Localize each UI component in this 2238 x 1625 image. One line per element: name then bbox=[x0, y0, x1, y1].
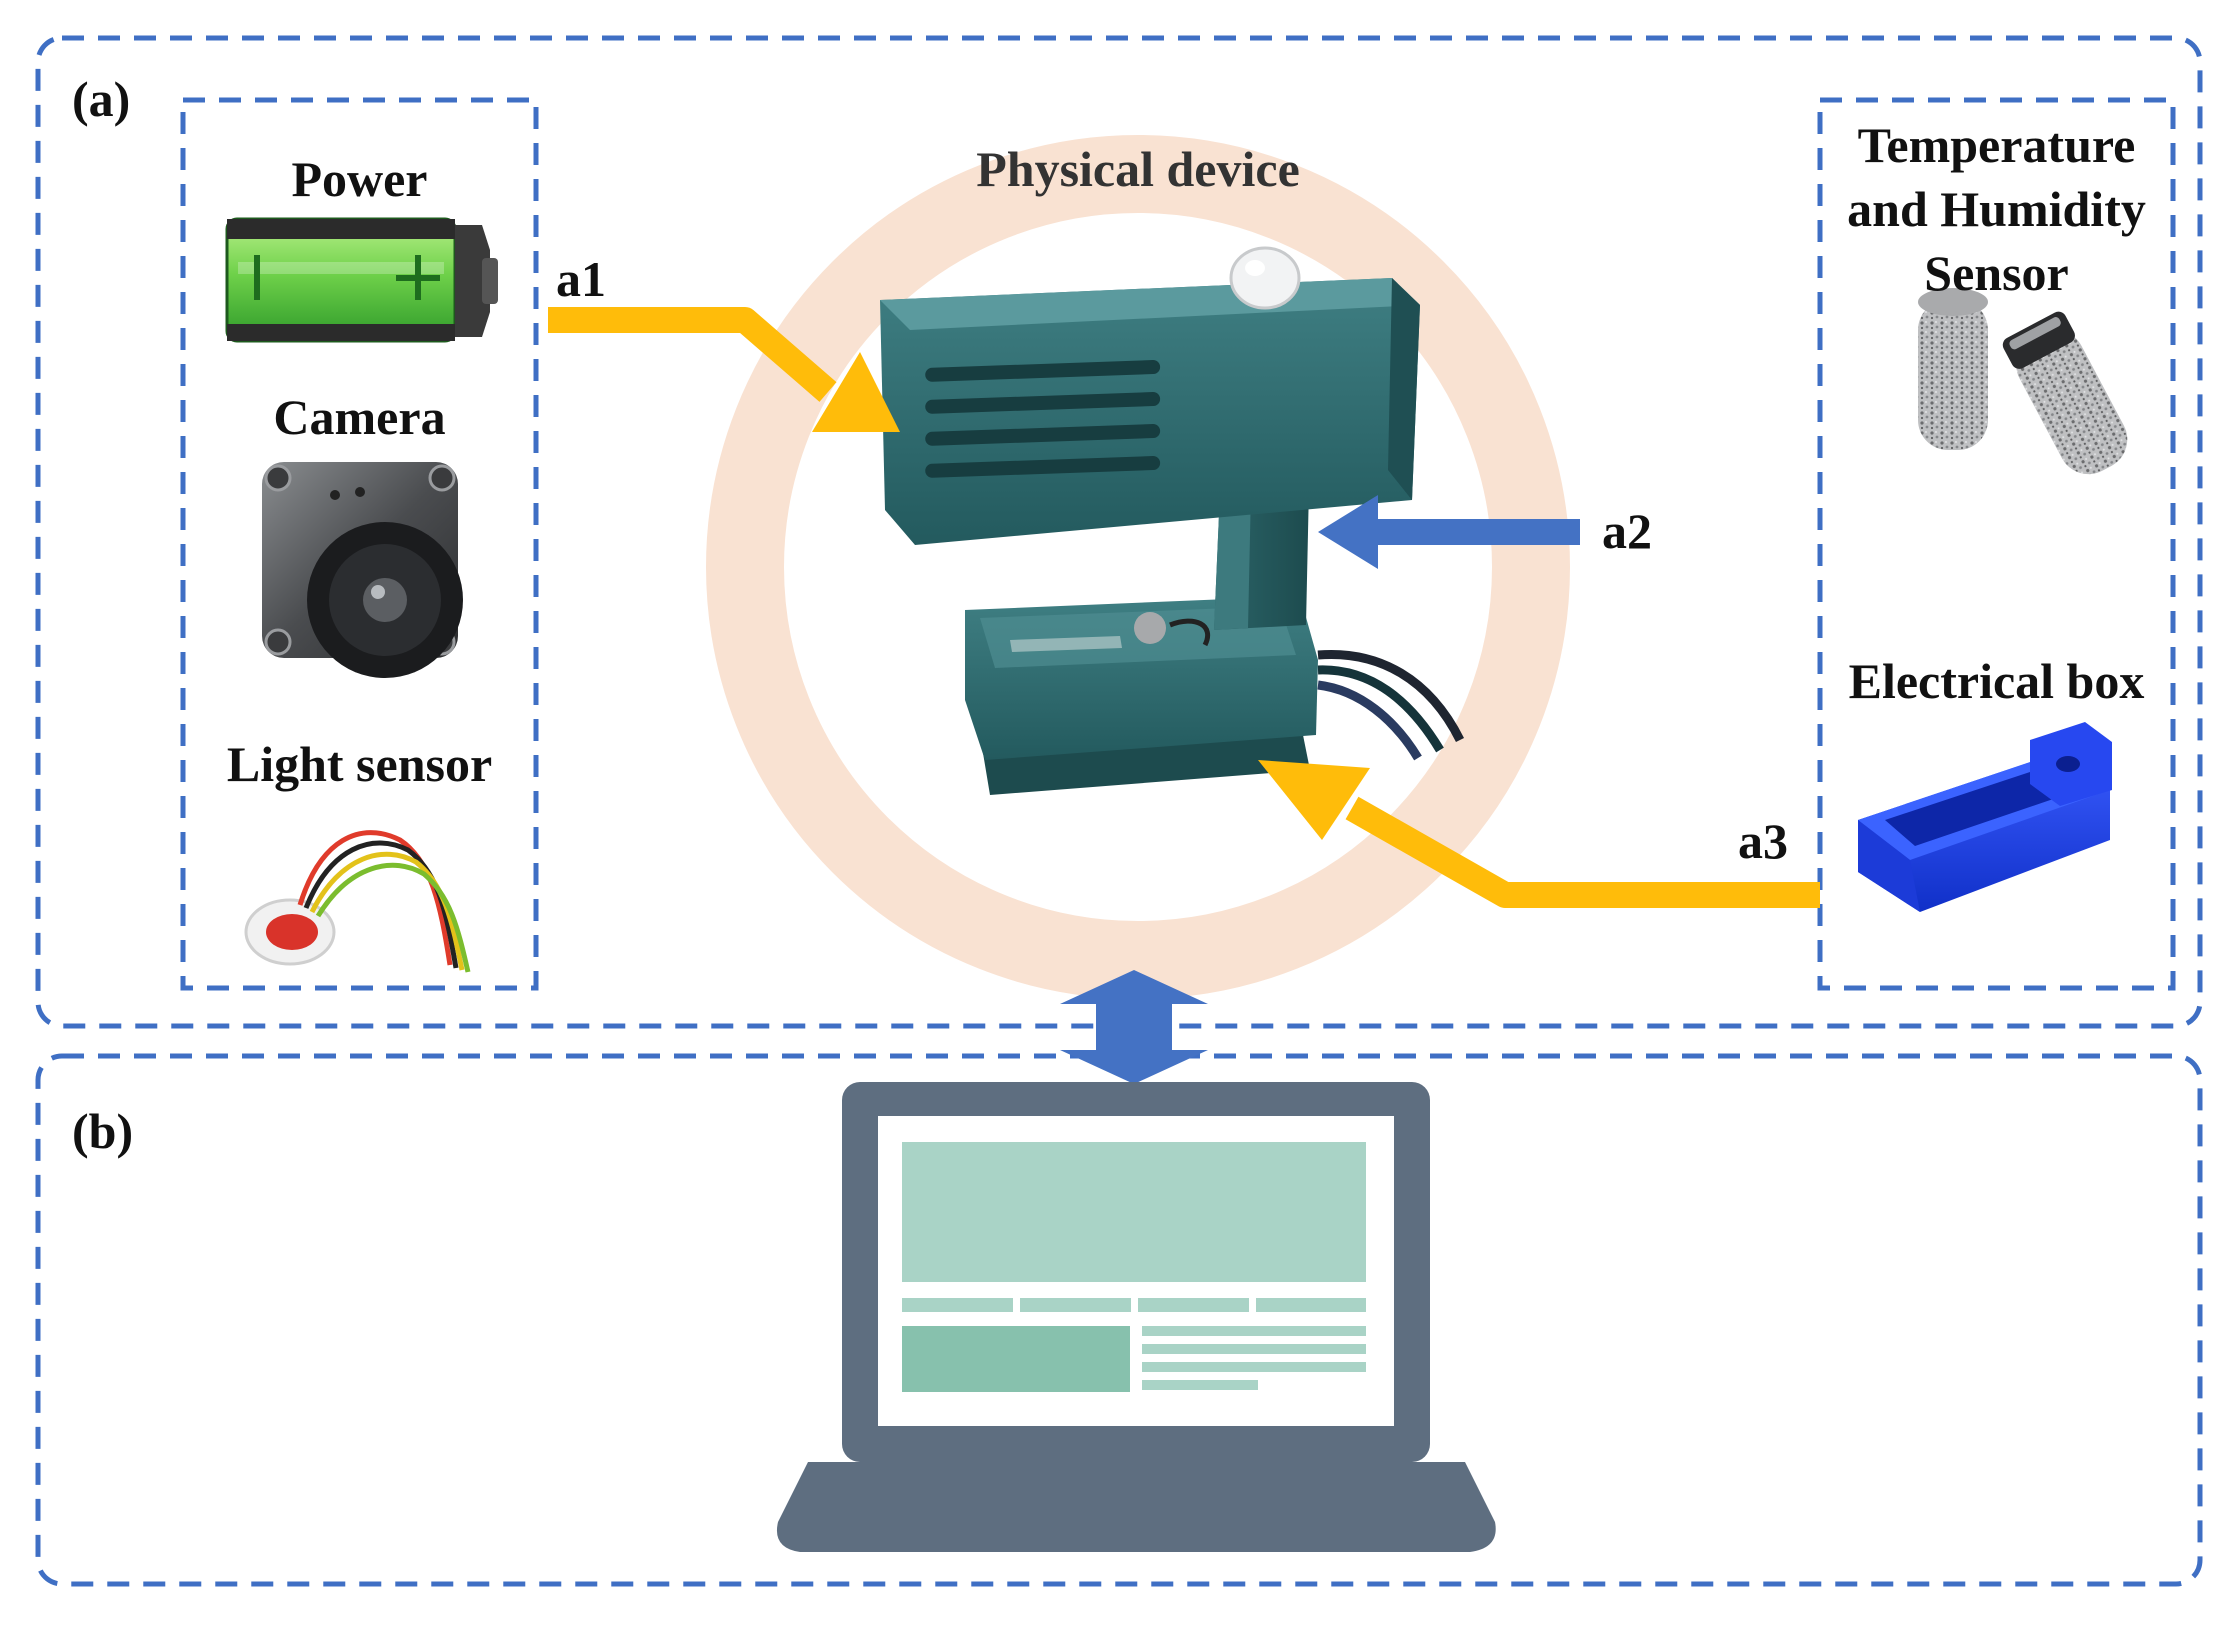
screen-line-4 bbox=[1142, 1380, 1258, 1390]
screen-line-1 bbox=[1142, 1326, 1366, 1336]
panel-b-label: (b) bbox=[72, 1103, 134, 1159]
th-sensor-icon bbox=[1918, 288, 2128, 475]
device-ring bbox=[706, 135, 1570, 999]
arrow-a3-label: a3 bbox=[1738, 813, 1788, 869]
screen-tab-2 bbox=[1020, 1298, 1131, 1312]
light-sensor-icon bbox=[244, 830, 471, 973]
camera-module-icon bbox=[262, 462, 463, 678]
battery-icon bbox=[225, 217, 498, 343]
screen-line-2 bbox=[1142, 1344, 1366, 1354]
th-sensor-label-line-3: Sensor bbox=[1924, 245, 2069, 301]
physical-device-title: Physical device bbox=[976, 141, 1300, 197]
panel-a-label: (a) bbox=[72, 71, 131, 127]
arrow-a2 bbox=[1318, 495, 1580, 569]
screen-line-3 bbox=[1142, 1362, 1366, 1372]
power-label: Power bbox=[291, 151, 428, 207]
arrow-a2-label: a2 bbox=[1602, 503, 1652, 559]
laptop-icon bbox=[776, 1082, 1496, 1552]
th-sensor-label-line-1: Temperature bbox=[1857, 117, 2136, 173]
left-group-frame bbox=[180, 97, 539, 991]
screen-banner bbox=[902, 1142, 1366, 1282]
arrow-a3 bbox=[1258, 760, 1820, 908]
screen-tab-4 bbox=[1256, 1298, 1366, 1312]
physical-device-icon bbox=[880, 246, 1465, 795]
screen-card bbox=[902, 1326, 1130, 1392]
th-sensor-label-line-2: and Humidity bbox=[1847, 181, 2146, 237]
right-group-frame bbox=[1817, 97, 2176, 991]
arrow-a1-label: a1 bbox=[556, 251, 606, 307]
electrical-box-label: Electrical box bbox=[1848, 653, 2145, 709]
bidirectional-arrow-icon bbox=[1060, 970, 1208, 1084]
screen-tab-1 bbox=[902, 1298, 1013, 1312]
screen-tab-3 bbox=[1138, 1298, 1249, 1312]
arrow-a1 bbox=[548, 307, 900, 432]
camera-label: Camera bbox=[273, 389, 446, 445]
electrical-box-icon bbox=[1858, 722, 2112, 912]
light-sensor-label: Light sensor bbox=[226, 736, 493, 792]
